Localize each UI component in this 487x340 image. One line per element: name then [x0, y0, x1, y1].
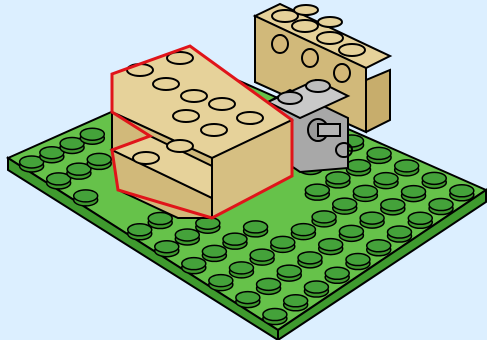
- baseplate-stud: [319, 239, 343, 251]
- baseplate-stud: [450, 185, 474, 197]
- baseplate-stud: [271, 236, 295, 248]
- baseplate-stud: [128, 224, 152, 236]
- baseplate-stud: [408, 212, 432, 224]
- baseplate-stud: [236, 292, 260, 304]
- baseplate-stud: [374, 173, 398, 185]
- baseplate-stud: [298, 252, 322, 264]
- baseplate-stud: [209, 275, 233, 287]
- baseplate-stud: [80, 128, 104, 140]
- baseplate-stud: [367, 147, 391, 159]
- baseplate-stud: [367, 240, 391, 252]
- baseplate-stud: [325, 267, 349, 279]
- baseplate-stud: [196, 217, 220, 229]
- baseplate-stud: [422, 172, 446, 184]
- baseplate-stud: [360, 212, 384, 224]
- baseplate-stud: [291, 224, 315, 236]
- baseplate-stud: [223, 233, 247, 245]
- baseplate-stud: [333, 198, 357, 210]
- baseplate-stud: [312, 211, 336, 223]
- baseplate-stud: [229, 262, 253, 274]
- baseplate-stud: [395, 160, 419, 172]
- baseplate-stud: [346, 254, 370, 266]
- baseplate-stud: [182, 258, 206, 270]
- baseplate-stud: [304, 281, 328, 293]
- baseplate-stud: [381, 199, 405, 211]
- baseplate-stud: [155, 241, 179, 253]
- baseplate-stud: [244, 221, 268, 233]
- baseplate-stud: [402, 186, 426, 198]
- baseplate-stud: [284, 295, 308, 307]
- baseplate-stud: [353, 185, 377, 197]
- baseplate-stud: [263, 309, 287, 321]
- baseplate-stud: [388, 226, 412, 238]
- baseplate-stud: [429, 199, 453, 211]
- baseplate-stud: [74, 190, 98, 202]
- baseplate-stud: [326, 172, 350, 184]
- baseplate-stud: [257, 278, 281, 290]
- baseplate-stud: [250, 249, 274, 261]
- baseplate-stud: [277, 265, 301, 277]
- baseplate-stud: [347, 160, 371, 172]
- baseplate-stud: [87, 153, 111, 165]
- baseplate-stud: [305, 184, 329, 196]
- baseplate-stud: [339, 225, 363, 237]
- baseplate-stud: [175, 229, 199, 241]
- baseplate-stud: [202, 245, 226, 257]
